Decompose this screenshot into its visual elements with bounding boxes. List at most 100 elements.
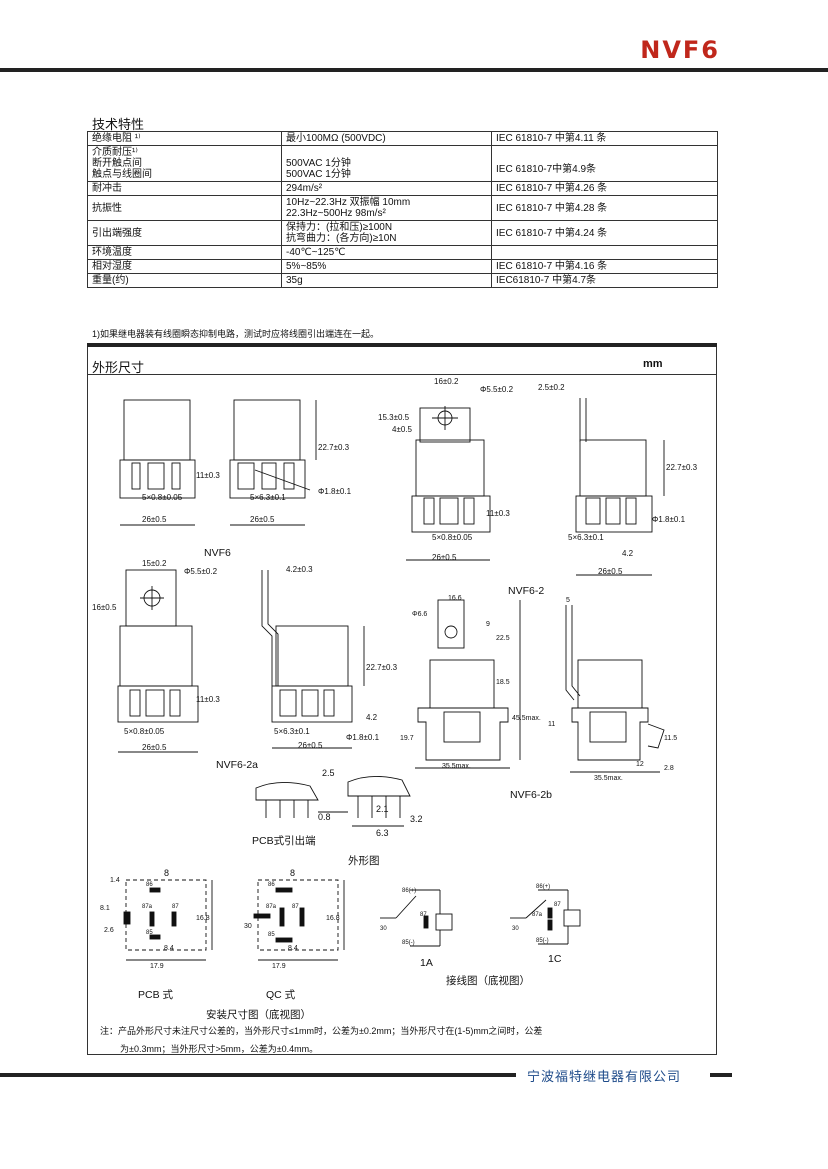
dim-text: 5×6.3±0.1 xyxy=(568,533,604,542)
dim-text: 5×0.8±0.05 xyxy=(432,533,473,542)
dim-text: 5×0.8±0.05 xyxy=(142,493,183,502)
nvf6-2-side-view xyxy=(575,398,665,576)
caption-1c: 1C xyxy=(548,953,562,965)
dim-text: 22.7±0.3 xyxy=(366,663,398,672)
dim-text: 16.8 xyxy=(196,915,210,922)
pcb-mount-view xyxy=(123,879,213,961)
dim-text: 22.7±0.3 xyxy=(666,463,698,472)
pin-label: 86 xyxy=(146,882,153,888)
dim-text: 26±0.5 xyxy=(250,515,275,524)
model-label-nvf6-2b: NVF6-2b xyxy=(510,789,552,801)
pin-label: 85 xyxy=(146,930,153,936)
dim-text: 16±0.2 xyxy=(434,377,459,386)
wiring-1a-diagram xyxy=(380,889,453,947)
spec-row: 绝缘电阻 ¹⁾最小100MΩ (500VDC)IEC 61810-7 中第4.1… xyxy=(87,131,718,146)
dim-text: 2.8 xyxy=(664,765,674,772)
nvf6-side-view xyxy=(229,399,317,526)
dim-text: 26±0.5 xyxy=(432,553,457,562)
dim-text: 8.4 xyxy=(164,945,174,952)
dim-text: Φ1.8±0.1 xyxy=(346,733,380,742)
caption-pcb: PCB 式 xyxy=(138,988,174,1001)
qc-mount-view xyxy=(253,879,345,961)
dim-text: 11.5 xyxy=(664,735,677,742)
dim-text: 5×6.3±0.1 xyxy=(274,727,310,736)
dim-text: 8.1 xyxy=(100,905,110,912)
spec-standard: IEC 61810-7 中第4.28 条 xyxy=(491,195,718,221)
dim-text: 4±0.5 xyxy=(392,425,413,434)
pin-label: 87a xyxy=(266,904,277,910)
nvf6-2a-side-view xyxy=(261,570,365,749)
dim-text: Φ5.5±0.2 xyxy=(184,567,218,576)
footer-rule-end xyxy=(710,1073,732,1077)
nvf6-2-front-view xyxy=(406,406,491,561)
dim-text: 8 xyxy=(164,868,169,878)
dim-text: Φ6.6 xyxy=(412,611,427,618)
dim-text: Φ1.8±0.1 xyxy=(652,515,686,524)
pcb-pins-view xyxy=(255,776,411,827)
dim-text: 19.7 xyxy=(400,735,414,742)
dim-text: 11±0.3 xyxy=(196,471,220,480)
dim-text: 35.5max. xyxy=(442,763,471,770)
spec-heading: 技术特性 xyxy=(92,117,145,132)
dim-text: 26±0.5 xyxy=(298,741,323,750)
dim-text: 4.2 xyxy=(366,713,378,722)
dim-text: 22.7±0.3 xyxy=(318,443,350,452)
model-label-nvf6-2a: NVF6-2a xyxy=(216,759,258,771)
dim-text: 4.2 xyxy=(622,549,634,558)
dimension-box-rule xyxy=(87,343,717,347)
dimension-header-line xyxy=(87,374,717,375)
dim-text: 4.2±0.3 xyxy=(286,565,313,574)
spec-row: 环境温度-40℃~125℃ xyxy=(87,245,718,260)
nvf6-2a-front-view xyxy=(117,569,199,753)
pin-label: 85(-) xyxy=(536,938,549,944)
dim-text: 5 xyxy=(566,597,570,604)
pin-label: 87 xyxy=(420,912,427,918)
dim-text: 11 xyxy=(548,721,555,728)
tolerance-note-line1: 注：产品外形尺寸未注尺寸公差的，当外形尺寸≤1mm时，公差为±0.2mm；当外形… xyxy=(100,1026,543,1036)
dim-text: 11±0.3 xyxy=(486,509,510,518)
dim-text: 18.5 xyxy=(496,679,510,686)
dim-text: 1.4 xyxy=(110,877,120,884)
dim-text: 5×6.3±0.1 xyxy=(250,493,286,502)
unit-label: mm xyxy=(643,358,663,370)
spec-item: 抗振性 xyxy=(87,195,282,221)
dim-text: 0.8 xyxy=(318,812,331,822)
page-title: NVF6 xyxy=(640,36,720,64)
dim-text: 9 xyxy=(486,621,490,628)
spec-standard: IEC 61810-7 中第4.16 条 xyxy=(491,259,718,274)
header-rule xyxy=(0,68,828,72)
wiring-1c-diagram xyxy=(510,889,581,945)
nvf6-2b-side-view xyxy=(565,605,665,773)
dim-text: 30 xyxy=(244,923,252,930)
pin-label: 30 xyxy=(380,926,387,932)
dim-text: 2.1 xyxy=(376,804,389,814)
dim-text: 16.6 xyxy=(448,595,462,602)
dim-text: 2.5±0.2 xyxy=(538,383,565,392)
spec-item: 引出端强度 xyxy=(87,220,282,246)
nvf6-front-view xyxy=(119,399,196,526)
tolerance-note-line2: 为±0.3mm；当外形尺寸>5mm，公差为±0.4mm。 xyxy=(120,1044,319,1054)
dim-text: 6.3 xyxy=(376,828,389,838)
caption-1a: 1A xyxy=(420,957,433,969)
dim-text: 12 xyxy=(636,761,644,768)
dim-text: 2.5 xyxy=(322,768,335,778)
company-name: 宁波福特继电器有限公司 xyxy=(527,1069,682,1084)
pin-label: 30 xyxy=(512,926,519,932)
model-label-nvf6: NVF6 xyxy=(204,547,231,559)
dim-text: 15±0.2 xyxy=(142,559,167,568)
pin-label: 86 xyxy=(268,882,275,888)
caption-wiring: 接线图（底视图） xyxy=(446,974,530,987)
pin-label: 86(+) xyxy=(536,884,550,890)
nvf6-2b-front-view xyxy=(415,599,521,769)
dim-text: 17.9 xyxy=(272,963,286,970)
pin-label: 87 xyxy=(172,904,179,910)
dim-text: Φ1.8±0.1 xyxy=(318,487,352,496)
pin-label: 87a xyxy=(532,912,543,918)
model-label-nvf6-2: NVF6-2 xyxy=(508,585,544,597)
pin-label: 85 xyxy=(268,932,275,938)
pin-label: 87 xyxy=(554,902,561,908)
dim-text: 15.3±0.5 xyxy=(378,413,410,422)
dim-text: 22.5 xyxy=(496,635,510,642)
